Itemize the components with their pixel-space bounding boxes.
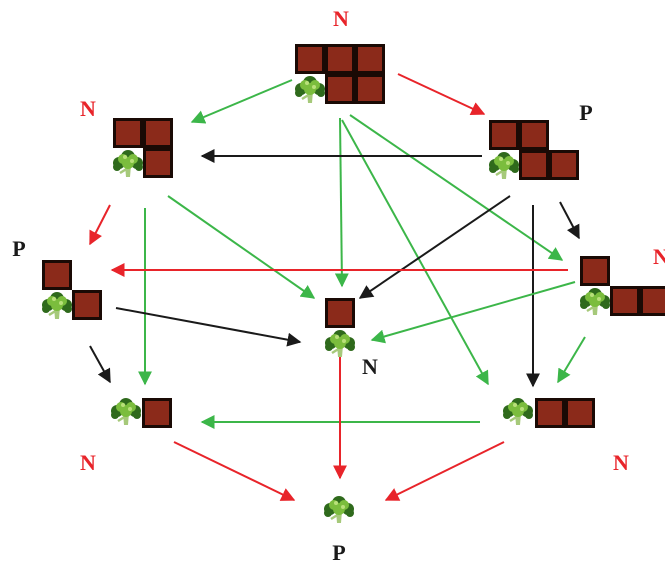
broccoli-icon [111,398,141,425]
chocolate-square-icon [535,398,565,428]
chocolate-square-icon [295,44,325,74]
chocolate-square-icon [355,44,385,74]
label-top: N [333,6,349,31]
broccoli-icon [324,496,354,523]
position-pieces [42,44,665,523]
chocolate-square-icon [640,286,665,316]
move-arrows [89,73,586,501]
chocolate-square-icon [72,290,102,320]
chocolate-square-icon [42,260,72,290]
chocolate-square-icon [325,298,355,328]
chocolate-square-icon [113,118,143,148]
chocolate-square-icon [519,150,549,180]
label-left: P [12,236,25,261]
chocolate-square-icon [142,398,172,428]
chocolate-square-icon [519,120,549,150]
label-upper-left: N [80,96,96,121]
arrow-top-to-center [334,117,349,288]
chocolate-square-icon [143,148,173,178]
label-center: N [362,354,378,379]
label-upper-right: P [579,100,592,125]
arrow-lower-left-to-bottom [173,441,296,501]
chocolate-square-icon [143,118,173,148]
arrow-top-to-right [349,114,564,261]
label-lower-right: N [613,450,629,475]
chocolate-square-icon [610,286,640,316]
chocolate-square-icon [580,256,610,286]
chocolate-square-icon [355,74,385,104]
chocolate-square-icon [325,74,355,104]
position-labels: N N P P N N N N P [12,6,665,565]
broccoli-icon [580,288,610,315]
chocolate-square-icon [325,44,355,74]
chocolate-square-icon [565,398,595,428]
arrow-lower-right-to-bottom [384,441,505,501]
broccoli-icon [113,150,143,177]
arrow-top-to-lower-right [341,119,489,386]
arrow-top-to-upper-left [190,79,293,124]
arrow-upper-left-to-center [167,195,316,299]
label-bottom: P [332,540,345,565]
broccoli-icon [489,152,519,179]
broccoli-icon [42,292,72,319]
arrow-top-to-upper-right [397,73,486,116]
chocolate-square-icon [489,120,519,150]
label-right: N [653,244,665,269]
arrow-upper-right-to-center [358,195,511,299]
arrow-left-to-center [115,307,302,347]
arrow-right-to-center [370,281,576,344]
arrow-upper-right-to-right [559,201,580,240]
arrow-left-to-lower-left [89,345,111,384]
broccoli-icon [503,398,533,425]
arrow-upper-left-to-left [89,204,111,246]
label-lower-left: N [80,450,96,475]
chocolate-square-icon [549,150,579,180]
broccoli-icon [295,76,325,103]
arrow-right-to-lower-right [557,336,586,384]
broccoli-icon [325,330,355,357]
